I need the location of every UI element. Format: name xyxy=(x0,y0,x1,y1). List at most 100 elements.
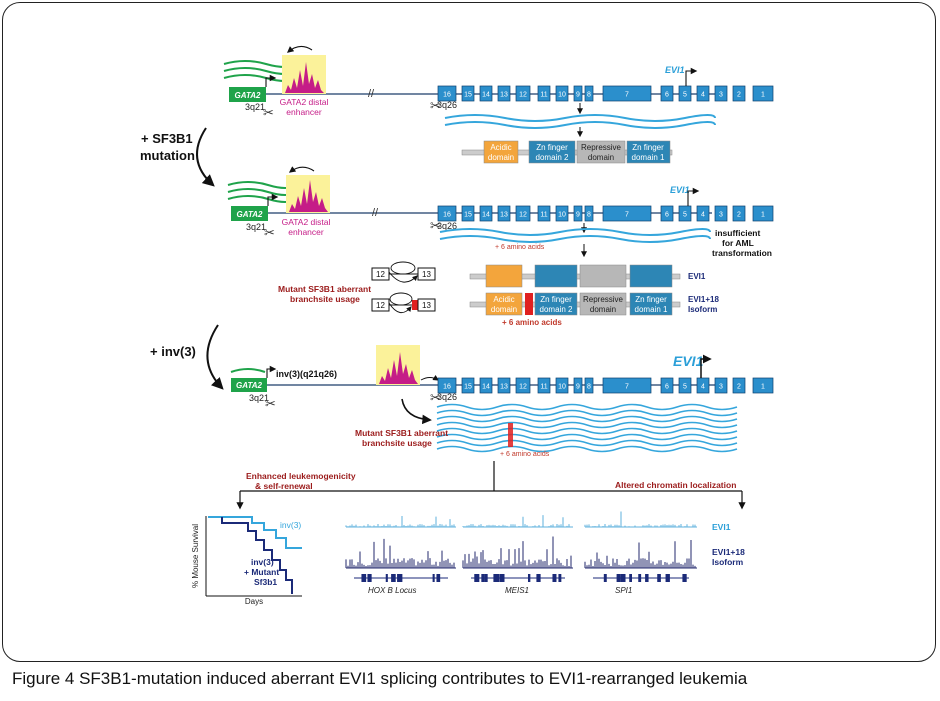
exon-label: 6 xyxy=(665,92,669,99)
evi1-protein-isoform: Acidic domain Zn finger domain 2 Repress… xyxy=(469,292,681,316)
exon13-label: 13 xyxy=(422,301,431,310)
scissors-icon: ✂ xyxy=(430,390,441,405)
exon-label: 13 xyxy=(500,212,508,219)
evi1-protein-label: EVI1 xyxy=(688,272,706,281)
exon-label: 9 xyxy=(576,212,580,219)
branch-label: Mutant SF3B1 aberrant xyxy=(355,428,448,438)
exon-label: 5 xyxy=(683,212,687,219)
plus6-insertion xyxy=(525,293,533,315)
exon-box xyxy=(573,377,583,394)
step-sf3b1: + SF3B1 mutation xyxy=(140,127,215,187)
locus-3q21: 3q21 xyxy=(246,222,266,232)
exon-label: 1 xyxy=(761,92,765,99)
branch-label: branchsite usage xyxy=(362,438,432,448)
exon-label: 15 xyxy=(464,92,472,99)
gata2-transcript xyxy=(230,368,266,373)
exon-box xyxy=(714,377,728,394)
evi1-protein-wt xyxy=(469,264,681,288)
exon-label: 8 xyxy=(587,384,591,391)
exon-box xyxy=(602,377,652,394)
locus-3q21: 3q21 xyxy=(245,102,265,112)
gata2-box xyxy=(231,378,267,392)
exon-label: 16 xyxy=(443,212,451,219)
gene-model-exon xyxy=(603,574,607,582)
enhancer-label-1: GATA2 distal xyxy=(282,217,331,227)
exon-box xyxy=(537,85,551,102)
sf3b1-step-label: + SF3B1 xyxy=(141,131,193,146)
exon-label: 10 xyxy=(558,212,566,219)
branch-label: branchsite usage xyxy=(290,294,360,304)
exon-label: 5 xyxy=(683,92,687,99)
scissors-icon: ✂ xyxy=(430,98,441,113)
evi1-18-label: EVI1+18 xyxy=(688,295,719,304)
evi1-gene-label: EVI1 xyxy=(665,65,685,75)
exon-box xyxy=(752,85,774,102)
evi1-gene-label: EVI1 xyxy=(670,185,690,195)
exon-box xyxy=(497,377,511,394)
gene-model-exon xyxy=(474,574,477,582)
scissors-icon: ✂ xyxy=(265,396,276,411)
plus6-label: + 6 amino acids xyxy=(502,318,562,327)
figure-caption: Figure 4 SF3B1-mutation induced aberrant… xyxy=(12,669,748,688)
exon-label: 3 xyxy=(719,384,723,391)
zn2-label: domain 2 xyxy=(540,305,573,314)
locus-3q26: 3q26 xyxy=(437,221,457,231)
exon-box xyxy=(678,377,692,394)
exon-box xyxy=(714,205,728,222)
exon-box xyxy=(515,85,531,102)
evi1-transcripts xyxy=(436,403,738,453)
exon-box xyxy=(555,377,569,394)
inv3-label: inv(3)(q21q26) xyxy=(276,369,337,379)
exon-box xyxy=(714,85,728,102)
exon-label: 12 xyxy=(519,92,527,99)
exon-label: 16 xyxy=(443,384,451,391)
gata2-box xyxy=(229,87,266,102)
exon-label: 15 xyxy=(464,384,472,391)
exon-box xyxy=(573,205,583,222)
exon-label: 12 xyxy=(519,384,527,391)
exon-box xyxy=(732,85,746,102)
mutant-curve-label: Sf3b1 xyxy=(254,577,277,587)
exon-label: 11 xyxy=(540,384,547,391)
exon-box xyxy=(732,377,746,394)
exon-label: 9 xyxy=(576,384,580,391)
insufficient-label: for AML xyxy=(722,238,754,248)
exon-label: 2 xyxy=(737,384,741,391)
exon13-label: 13 xyxy=(422,270,431,279)
acidic-domain xyxy=(483,140,519,164)
exon-box xyxy=(515,377,531,394)
branch-label: Mutant SF3B1 aberrant xyxy=(278,284,371,294)
gene-model-exon xyxy=(657,574,661,582)
exon-label: 16 xyxy=(443,92,451,99)
insufficient-label: insufficient xyxy=(715,228,761,238)
zn2-label: domain 2 xyxy=(536,153,569,162)
locus-3q26: 3q26 xyxy=(437,392,457,402)
exon-label: 11 xyxy=(540,212,547,219)
gene-model-exon xyxy=(552,574,557,582)
exon-box xyxy=(732,205,746,222)
exon-box xyxy=(479,205,493,222)
evi1-18-label: Isoform xyxy=(688,305,717,314)
gata2-label: GATA2 xyxy=(235,91,261,100)
survival-ylabel: % Mouse Survival xyxy=(191,524,200,588)
exon-box xyxy=(573,85,583,102)
exon-label: 1 xyxy=(761,384,765,391)
break-icon: // xyxy=(372,207,379,219)
gene-model-exon xyxy=(361,574,366,582)
exon-label: 10 xyxy=(558,384,566,391)
exon-label: 7 xyxy=(625,92,629,99)
exon-label: 14 xyxy=(482,92,490,99)
exon-label: 3 xyxy=(719,212,723,219)
exon-label: 4 xyxy=(701,212,705,219)
enhancer-peaks xyxy=(289,180,328,212)
locus-3q21: 3q21 xyxy=(249,393,269,403)
enhanced-label: Enhanced leukemogenicity xyxy=(246,471,356,481)
exon-box xyxy=(584,205,594,222)
gene-model-exon xyxy=(493,574,498,582)
repressive-label: domain xyxy=(590,305,616,314)
exon-label: 11 xyxy=(540,92,547,99)
scissors-icon: ✂ xyxy=(264,225,275,240)
gene-model-exon xyxy=(397,574,401,582)
